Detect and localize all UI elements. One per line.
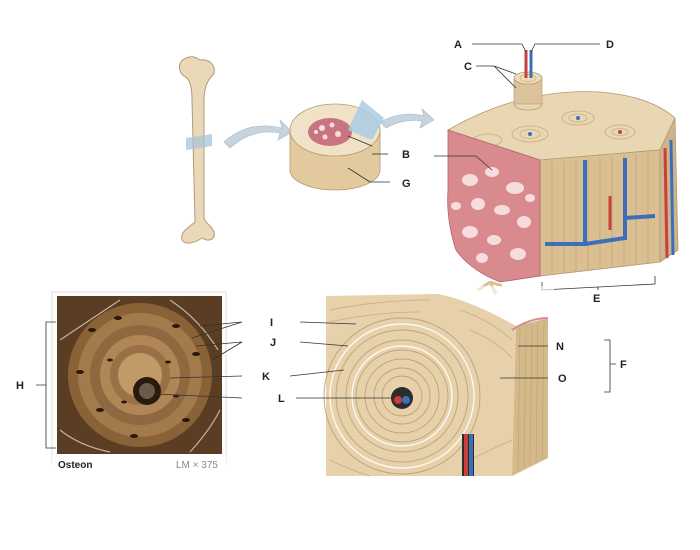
label-E: E [593,293,600,305]
compact-bone-block [447,50,679,295]
label-D: D [606,39,614,51]
micrograph-caption-magnification: LM × 375 [176,460,218,471]
label-A: A [454,39,462,51]
micrograph-leader-lines [155,321,243,399]
label-H: H [16,380,24,392]
long-bone-illustration [178,56,215,244]
label-N: N [556,341,564,353]
osteon-block-enlarged [322,286,554,477]
bracket-F [604,339,616,393]
arrow-to-cross-section [223,119,293,149]
label-B: B [402,149,410,161]
bracket-H [36,321,56,449]
label-I: I [270,317,273,329]
section-plane [186,134,212,150]
bone-cross-section [289,100,384,191]
micrograph-caption-title: Osteon [58,460,92,471]
label-G: G [402,178,411,190]
label-K: K [262,371,270,383]
label-F: F [620,359,627,371]
arrow-to-block-diagram [379,108,435,129]
label-O: O [558,373,567,385]
label-C: C [464,61,472,73]
label-L: L [278,393,285,405]
label-J: J [270,337,276,349]
osteon-micrograph: Osteon LM × 375 [51,291,227,473]
block-leader-lines [289,321,548,399]
